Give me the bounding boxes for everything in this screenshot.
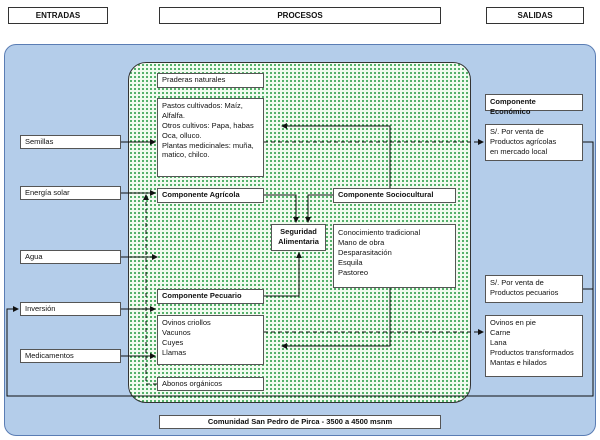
pecuario-detail-box: Ovinos criollos Vacunos Cuyes Llamas [157,315,264,365]
arrow-sociocultural-pecuario [281,288,391,349]
cultivos-line: matico, chilco. [162,150,210,160]
seguridad-line: Seguridad [280,227,317,236]
header-procesos: PROCESOS [159,7,441,24]
componente-economico-box: Componente Económico [485,94,583,116]
salida-agricola-line: Productos agrícolas [490,136,557,146]
sociocultural-line: Pastoreo [338,267,369,277]
input-inversion: Inversión [20,302,121,316]
cultivos-line: Pastos cultivados: Maíz, [162,101,243,110]
componente-sociocultural-box: Componente Sociocultural [333,188,456,203]
salida-agricola-box: S/. Por venta de Productos agrícolas en … [485,124,583,161]
seguridad-line: Alimentaria [278,236,319,246]
sociocultural-line: Desparasitación [338,247,392,257]
input-agua: Agua [20,250,121,264]
seguridad-alimentaria-box: Seguridad Alimentaria [271,224,326,251]
arrow-agricola-seguridad [264,194,299,223]
header-salidas: SALIDAS [486,7,584,24]
footer-comunidad: Comunidad San Pedro de Pirca - 3500 a 45… [159,415,441,429]
pecuario-line: Ovinos criollos [162,318,211,327]
producto-line: Ovinos en pie [490,318,536,327]
salida-agricola-line: S/. Por venta de [490,127,544,136]
salida-pecuaria-box: S/. Por venta de Productos pecuarios [485,275,583,303]
sociocultural-line: Conocimiento tradicional [338,228,421,237]
cultivos-line: Plantas medicinales: muña, [162,140,254,150]
input-semillas: Semillas [20,135,121,149]
sociocultural-line: Mano de obra [338,237,385,247]
producto-line: Carne [490,327,511,337]
abonos-organicos-box: Abonos orgánicos [157,377,264,391]
arrow-abonos-loop [143,194,157,385]
componente-pecuario-box: Componente Pecuario [157,289,264,304]
praderas-naturales-box: Praderas naturales [157,73,264,88]
sociocultural-detail-box: Conocimiento tradicional Mano de obra De… [333,224,456,288]
cultivos-line: Otros cultivos: Papa, habas [162,120,254,130]
producto-line: Lana [490,337,507,347]
salida-pecuaria-line: S/. Por venta de [490,278,544,287]
pecuario-line: Llamas [162,347,187,357]
input-energia-solar: Energía solar [20,186,121,200]
arrow-feedback-inversion [6,141,594,397]
salida-pecuaria-line: Productos pecuarios [490,287,559,297]
cultivos-box: Pastos cultivados: Maíz, Alfalfa. Otros … [157,98,264,177]
componente-agricola-box: Componente Agrícola [157,188,264,203]
sociocultural-line: Esquila [338,257,363,267]
pecuario-line: Vacunos [162,327,191,337]
header-entradas: ENTRADAS [8,7,108,24]
producto-line: Mantas e hilados [490,357,547,367]
salida-agricola-line: en mercado local [490,146,548,156]
arrow-sociocultural-cultivos [281,123,391,188]
cultivos-line: Alfalfa. [162,110,185,120]
producto-line: Productos transformados [490,347,574,357]
input-medicamentos: Medicamentos [20,349,121,363]
arrow-pecuario-seguridad [264,252,302,297]
productos-pecuarios-box: Ovinos en pie Carne Lana Productos trans… [485,315,583,377]
arrow-sociocultural-seguridad [305,194,333,223]
cultivos-line: Oca, olluco. [162,130,202,140]
pecuario-line: Cuyes [162,337,184,347]
